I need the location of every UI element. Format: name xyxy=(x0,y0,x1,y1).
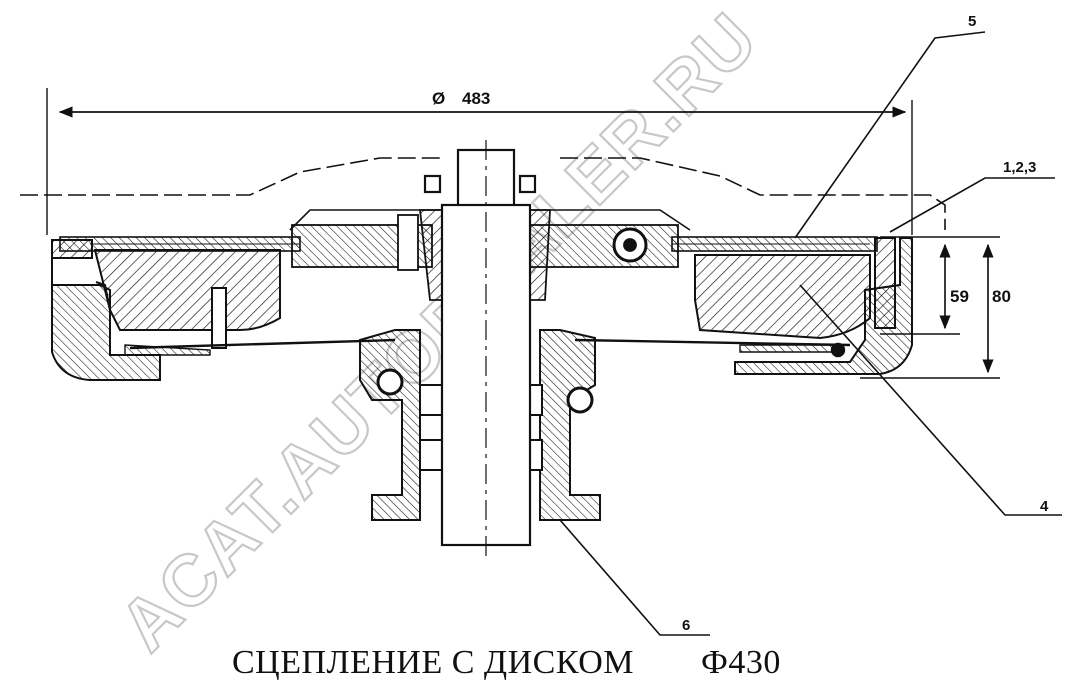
height-labels: 59 80 xyxy=(950,287,1011,306)
svg-text:59: 59 xyxy=(950,287,969,306)
svg-text:80: 80 xyxy=(992,287,1011,306)
diameter-label: Ø 483 xyxy=(432,89,490,108)
diameter-dimension xyxy=(46,88,913,235)
flywheel-housing-left xyxy=(51,239,281,381)
flywheel-housing-right xyxy=(694,237,913,375)
height-dimensions xyxy=(860,236,1000,379)
input-shaft xyxy=(423,140,537,560)
callout-6: 6 xyxy=(682,617,690,634)
friction-disc xyxy=(59,236,878,252)
callout-4: 4 xyxy=(1040,498,1049,515)
svg-text:Ø: Ø xyxy=(432,89,445,108)
svg-text:483: 483 xyxy=(462,89,490,108)
caption-title: СЦЕПЛЕНИЕ С ДИСКОМ xyxy=(232,644,634,681)
drawing-caption: СЦЕПЛЕНИЕ С ДИСКОМ Ф430 xyxy=(232,644,781,682)
release-rods xyxy=(124,338,851,358)
leader-lines xyxy=(559,31,1062,636)
cover-outline xyxy=(20,157,946,231)
callout-5: 5 xyxy=(968,13,976,30)
caption-code: Ф430 xyxy=(700,644,781,681)
callout-1-2-3: 1,2,3 xyxy=(1003,159,1036,176)
